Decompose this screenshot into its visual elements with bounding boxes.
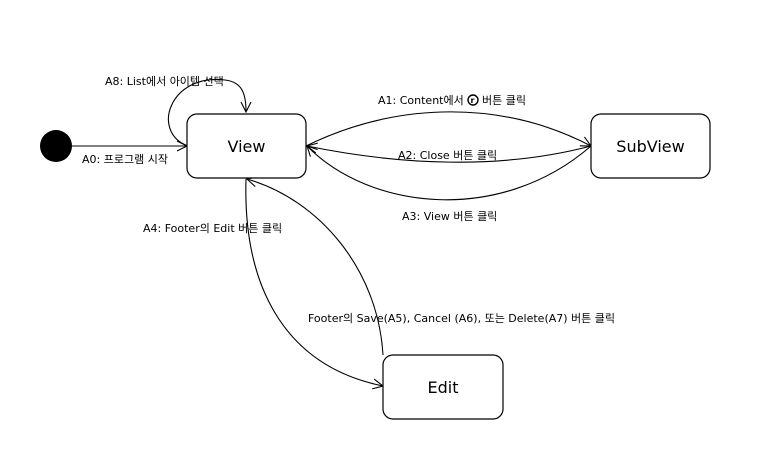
state-edit-label: Edit — [428, 378, 459, 397]
edge-a4-view-to-edit — [245, 178, 383, 386]
edge-label-a8: A8: List에서 아이템 선택 — [105, 75, 224, 88]
initial-state-node — [40, 130, 72, 162]
edge-label-a4: A4: Footer의 Edit 버튼 클릭 — [143, 222, 282, 235]
state-subview-label: SubView — [616, 137, 684, 156]
edge-a8-self-loop — [168, 78, 246, 147]
edge-label-a2: A2: Close 버튼 클릭 — [398, 149, 497, 162]
edge-label-a3: A3: View 버튼 클릭 — [402, 210, 497, 223]
edge-a1-view-to-subview — [305, 111, 591, 146]
refresh-icon: r — [467, 94, 479, 106]
edge-a5-a6-a7-edit-to-view — [247, 179, 384, 356]
edge-label-a1-prefix: A1: Content에서 — [378, 94, 464, 107]
svg-text:r: r — [471, 96, 475, 105]
state-view: View — [186, 113, 307, 179]
edge-a2-subview-to-view — [307, 146, 592, 163]
state-subview: SubView — [590, 113, 711, 179]
edge-a3-subview-to-view — [307, 146, 592, 201]
state-view-label: View — [228, 137, 266, 156]
edge-label-a5-a6-a7: Footer의 Save(A5), Cancel (A6), 또는 Delete… — [308, 312, 615, 325]
edge-label-a0: A0: 프로그램 시작 — [82, 153, 168, 166]
edge-label-a1-suffix: 버튼 클릭 — [482, 94, 526, 107]
state-edit: Edit — [382, 354, 504, 420]
